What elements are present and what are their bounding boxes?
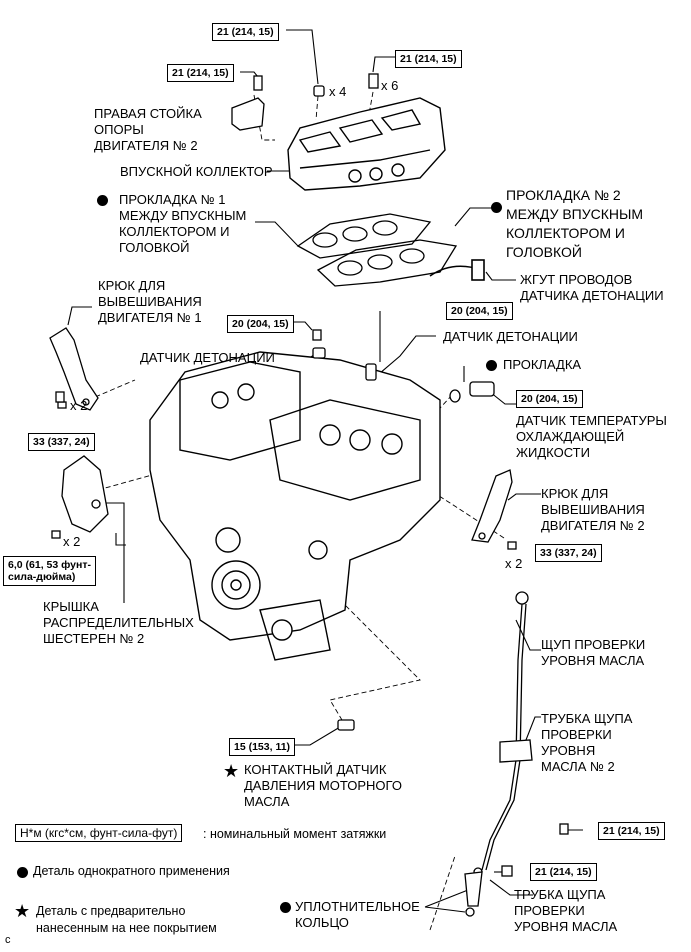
leader-line bbox=[424, 889, 469, 908]
label-o-ring: УПЛОТНИТЕЛЬНОЕ КОЛЬЦО bbox=[295, 899, 420, 930]
leader-line bbox=[292, 726, 341, 746]
torque-spec: 6,0 (61, 53 фунт- сила-дюйма) bbox=[3, 556, 96, 586]
legend-star-icon: ★ bbox=[14, 901, 31, 921]
label-timing-cover: КРЫШКА РАСПРЕДЕЛИТЕЛЬНЫХ ШЕСТЕРЕН № 2 bbox=[43, 599, 194, 646]
label-oil-pressure-switch: КОНТАКТНЫЙ ДАТЧИК ДАВЛЕНИЯ МОТОРНОГО МАС… bbox=[244, 762, 402, 809]
label-engine-hanger-1: КРЮК ДЛЯ ВЫВЕШИВАНИЯ ДВИГАТЕЛЯ № 1 bbox=[98, 278, 202, 325]
leader-line bbox=[291, 321, 313, 331]
legend-units-text: : номинальный момент затяжки bbox=[203, 827, 387, 841]
label-gasket: ПРОКЛАДКА bbox=[503, 357, 582, 372]
leader-line bbox=[523, 716, 541, 746]
leader-line bbox=[489, 391, 516, 405]
leader-line bbox=[115, 533, 126, 546]
torque-spec: 21 (214, 15) bbox=[167, 64, 234, 82]
oil-pressure-switch bbox=[337, 719, 355, 731]
engine-hanger-1 bbox=[49, 327, 99, 411]
legend-dot-icon bbox=[17, 867, 28, 878]
torque-spec: 21 (214, 15) bbox=[395, 50, 462, 68]
manifold-bolts bbox=[55, 73, 379, 403]
leader-line bbox=[104, 502, 125, 603]
corner-mark: c bbox=[5, 934, 11, 946]
gasket-1 bbox=[296, 213, 432, 259]
torque-spec: 20 (204, 15) bbox=[516, 390, 583, 408]
dipstick-guide-bracket bbox=[499, 739, 569, 835]
torque-spec: 20 (204, 15) bbox=[446, 302, 513, 320]
torque-spec: 33 (337, 24) bbox=[28, 433, 95, 451]
label-oil-dipstick: ЩУП ПРОВЕРКИ УРОВНЯ МАСЛА bbox=[541, 637, 646, 668]
torque-spec: 21 (214, 15) bbox=[212, 23, 279, 41]
coolant-temperature-sensor bbox=[449, 381, 495, 403]
legend-non-reusable: Деталь однократного применения bbox=[33, 864, 230, 878]
knock-sensors bbox=[312, 329, 377, 381]
label-coolant-sensor: ДАТЧИК ТЕМПЕРАТУРЫ ОХЛАЖДАЮЩЕЙ ЖИДКОСТИ bbox=[516, 413, 667, 460]
leader-line bbox=[371, 335, 436, 381]
leader-line bbox=[424, 906, 466, 913]
label-dipstick-tube-2: ТРУБКА ЩУПА ПРОВЕРКИ УРОВНЯ МАСЛА № 2 bbox=[541, 711, 633, 774]
intake-manifold bbox=[287, 97, 446, 191]
torque-spec: 20 (204, 15) bbox=[227, 315, 294, 333]
leader-line bbox=[489, 879, 533, 896]
torque-spec: 15 (153, 11) bbox=[229, 738, 296, 756]
label-gasket-1: ПРОКЛАДКА № 1 МЕЖДУ ВПУСКНЫМ КОЛЛЕКТОРОМ… bbox=[119, 192, 247, 255]
torque-spec: 21 (214, 15) bbox=[530, 863, 597, 881]
label-knock-sensor-left: ДАТЧИК ДЕТОНАЦИИ bbox=[140, 350, 275, 365]
label-engine-mount-bracket: ПРАВАЯ СТОЙКА ОПОРЫ ДВИГАТЕЛЯ № 2 bbox=[94, 106, 202, 153]
leader-line bbox=[255, 221, 299, 247]
leader-line bbox=[485, 271, 516, 281]
torque-spec: 21 (214, 15) bbox=[598, 822, 665, 840]
legend-units-box: Н*м (кгс*см, фунт-сила-фут) bbox=[15, 824, 183, 842]
quantity-label: x 2 bbox=[70, 398, 88, 413]
dipstick-tube-part bbox=[464, 865, 513, 907]
torque-spec: 33 (337, 24) bbox=[535, 544, 602, 562]
precoated-star-icon: ★ bbox=[223, 761, 240, 781]
non-reusable-mark bbox=[97, 195, 108, 206]
leader-line bbox=[240, 71, 259, 78]
leader-line bbox=[454, 207, 496, 227]
leader-line bbox=[507, 493, 541, 501]
leader-line bbox=[67, 306, 92, 326]
label-dipstick-tube: ТРУБКА ЩУПА ПРОВЕРКИ УРОВНЯ МАСЛА bbox=[514, 887, 618, 934]
non-reusable-mark bbox=[491, 202, 502, 213]
knock-sensor-harness bbox=[429, 259, 485, 281]
engine-hanger-2 bbox=[471, 469, 517, 550]
non-reusable-mark bbox=[280, 902, 291, 913]
quantity-label: x 6 bbox=[381, 78, 399, 93]
legend-precoated: Деталь с предварительно нанесенным на не… bbox=[36, 904, 217, 935]
engine-block bbox=[149, 351, 441, 661]
label-knock-sensor-harness: ЖГУТ ПРОВОДОВ ДАТЧИКА ДЕТОНАЦИИ bbox=[520, 272, 664, 303]
leader-line bbox=[286, 29, 319, 85]
timing-chain-cover bbox=[51, 455, 109, 539]
label-engine-hanger-2: КРЮК ДЛЯ ВЫВЕШИВАНИЯ ДВИГАТЕЛЯ № 2 bbox=[541, 486, 645, 533]
label-intake-manifold: ВПУСКНОЙ КОЛЛЕКТОР bbox=[120, 164, 273, 179]
gasket-2 bbox=[316, 239, 458, 287]
label-knock-sensor-right: ДАТЧИК ДЕТОНАЦИИ bbox=[443, 329, 578, 344]
quantity-label: x 2 bbox=[505, 556, 523, 571]
quantity-label: x 2 bbox=[63, 534, 81, 549]
label-gasket-2: ПРОКЛАДКА № 2 МЕЖДУ ВПУСКНЫМ КОЛЛЕКТОРОМ… bbox=[506, 187, 644, 260]
non-reusable-mark bbox=[486, 360, 497, 371]
quantity-label: x 4 bbox=[329, 84, 347, 99]
leader-line bbox=[372, 56, 395, 73]
engine-mount-bracket bbox=[231, 75, 265, 131]
